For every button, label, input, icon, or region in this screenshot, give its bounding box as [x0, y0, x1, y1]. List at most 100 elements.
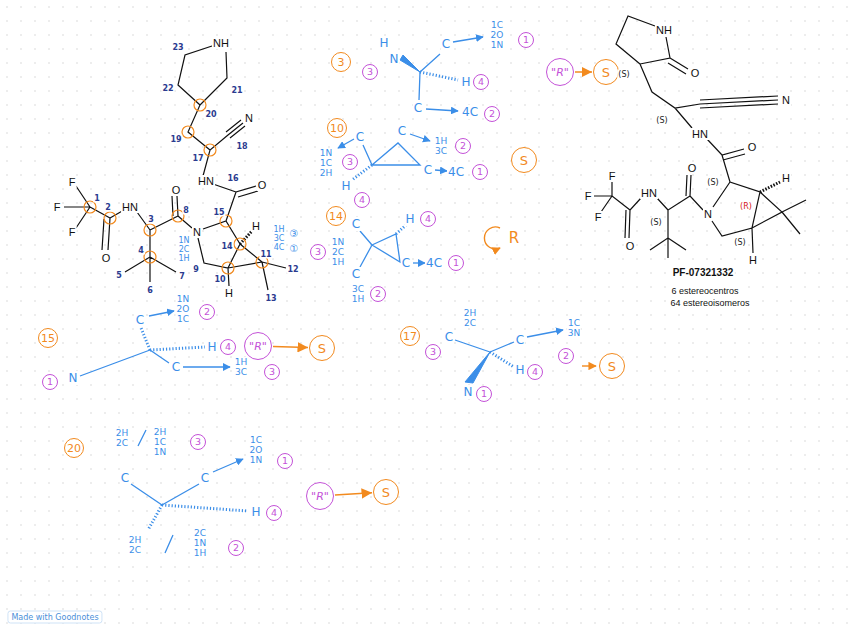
handwritten-arrows: [435, 170, 447, 171]
answer-circle: S: [593, 59, 619, 85]
substituent-note: 1N 2C 1H: [177, 236, 190, 263]
circle-text: 20: [67, 443, 81, 454]
atom-label: O: [690, 67, 701, 79]
substituent-note: 1N 1C 2H: [319, 148, 333, 178]
rotation-arrow: [484, 227, 500, 249]
atom-label: H: [251, 220, 261, 232]
handwritten-arrows: [149, 311, 174, 316]
atom-label: F: [68, 176, 77, 188]
priority-circle: 3: [310, 244, 326, 260]
circle-text: "R": [249, 341, 267, 352]
atom-label: O: [625, 240, 636, 252]
substituent-note: 2H 2C: [128, 535, 143, 555]
handwritten-arrows: [426, 109, 458, 111]
atom-number: 14: [220, 242, 233, 251]
atom-number: 12: [286, 265, 299, 274]
priority-circle: 4: [266, 505, 282, 521]
handwritten-atom: C: [351, 267, 361, 281]
handwritten-atom: C: [397, 124, 407, 138]
atom-number: 18: [235, 142, 248, 151]
atom-label: O: [747, 141, 758, 153]
compound-code: PF-07321332: [672, 267, 735, 278]
atom-label: NH: [655, 24, 673, 36]
stereo-descriptor: (S): [649, 218, 662, 227]
substituent-note: 2H 2C: [463, 308, 478, 328]
priority-circle: 1: [518, 32, 534, 48]
circle-text: S: [608, 360, 616, 373]
atom-number: 19: [169, 135, 182, 144]
priority-circle: 2: [455, 138, 471, 154]
caption-note: 64 estereoisomeros: [669, 298, 750, 308]
stereo-descriptor: (S): [655, 116, 668, 125]
atom-number: 23: [171, 43, 184, 52]
step-number-circle: 20: [64, 438, 84, 458]
circle-text: 3: [347, 157, 353, 167]
priority-circle: 4: [473, 74, 489, 90]
handwritten-sketch: [80, 54, 514, 553]
circled-priority: ①: [289, 243, 300, 254]
circle-text: 2: [375, 289, 381, 299]
circle-text: 2: [233, 543, 239, 553]
circle-text: 4: [225, 342, 231, 352]
atom-number: 6: [146, 286, 154, 295]
substituent-note: 1N 2C 1H: [331, 237, 345, 267]
atom-number: 1: [93, 194, 101, 203]
handwritten-atom: C: [444, 330, 454, 344]
handwritten-atom: H: [206, 340, 217, 354]
handwritten-atom: H: [340, 179, 351, 193]
substituent-note: 1H 3C: [434, 136, 449, 156]
handwritten-atom: N: [389, 52, 400, 66]
configuration-letter: R: [508, 229, 520, 247]
step-number-circle: 3: [331, 52, 351, 72]
handwritten-atom: N: [68, 371, 79, 385]
atom-label: HN: [640, 187, 658, 199]
priority-circle: 3: [425, 344, 441, 360]
atom-label: F: [584, 190, 593, 202]
priority-circle: 3: [362, 64, 378, 80]
handwritten-atom: H: [378, 36, 389, 50]
priority-circle: 4: [420, 211, 436, 227]
caption-note: 6 estereocentros: [670, 286, 739, 296]
stereo-descriptor: (S): [706, 178, 719, 187]
answer-circle: S: [511, 147, 537, 173]
handwritten-atom: C: [351, 217, 361, 231]
atom-number: 4: [137, 246, 145, 255]
step-number-circle: 15: [38, 328, 58, 348]
stereo-descriptor: (S): [617, 70, 630, 79]
circle-text: 1: [282, 456, 288, 466]
molecule-bonds: [594, 16, 806, 258]
atom-number: 9: [192, 265, 200, 274]
hashed-bond: [141, 72, 514, 530]
handwritten-atom: C: [171, 360, 181, 374]
connector-arrow: [335, 493, 372, 495]
priority-circle: 3: [264, 364, 280, 380]
circle-text: 1: [481, 389, 487, 399]
circle-text: 4: [478, 77, 484, 87]
descriptor-circle: "R": [306, 482, 334, 510]
watermark: Made with Goodnotes: [7, 611, 102, 624]
handwritten-atom: C: [401, 256, 411, 270]
handwritten-atom: 4C: [425, 256, 443, 270]
circle-text: S: [382, 486, 390, 499]
atom-number: 10: [213, 275, 226, 284]
substituent-note: 1H 3C: [234, 357, 249, 377]
atom-number: 8: [182, 206, 190, 215]
step-number-circle: 17: [400, 326, 420, 346]
atom-label: HN: [691, 128, 709, 140]
priority-circle: 3: [342, 154, 358, 170]
handwritten-atom: C: [423, 163, 433, 177]
handwritten-atom: C: [441, 37, 451, 51]
handwritten-atom: H: [250, 505, 261, 519]
substituent-note: 2H 2C: [115, 428, 130, 448]
circle-text: 1: [523, 35, 529, 45]
stereo-descriptor: (R): [739, 202, 753, 211]
substituent-note: 1C 2O 1N: [249, 435, 264, 465]
atom-label: F: [53, 201, 62, 213]
circle-text: 1: [453, 258, 459, 268]
handwritten-atom: C: [120, 471, 130, 485]
atom-number: 5: [115, 271, 123, 280]
step-number-circle: 14: [326, 206, 346, 226]
substituent-note: 2C 1N 1H: [193, 528, 207, 558]
circle-text: 4: [359, 195, 365, 205]
